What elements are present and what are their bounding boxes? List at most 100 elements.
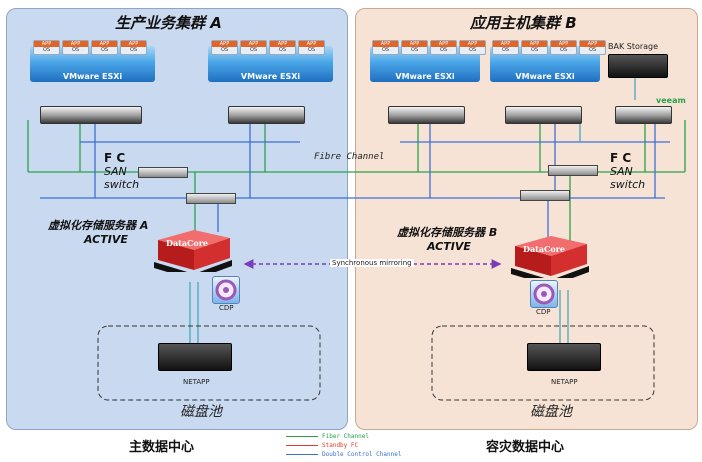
primary-datacenter-label: 主数据中心 (129, 440, 195, 455)
cdp-disc-icon (215, 279, 237, 301)
os-label: OS (559, 47, 568, 53)
app-label: APP (402, 41, 427, 47)
app-label: APP (92, 41, 117, 47)
vs-server-a-label: 虚拟化存储服务器 A ACTIVE (48, 219, 148, 247)
datacore-server-a (154, 230, 232, 272)
app-label: APP (63, 41, 88, 47)
bak-storage-device (608, 54, 668, 78)
os-label: OS (588, 47, 597, 53)
san-switch-a-upper (138, 167, 188, 178)
os-label: OS (439, 47, 448, 53)
app-label: APP (493, 41, 518, 47)
datacore-server-b (511, 236, 589, 278)
esxi-label: VMware ESXi (62, 72, 123, 81)
app-label: APP (551, 41, 576, 47)
cdp-icon-b (530, 280, 558, 308)
netapp-label-b: NETAPP (551, 378, 578, 386)
esxi-label: VMware ESXi (515, 72, 575, 81)
vs-a-status: ACTIVE (84, 233, 128, 246)
os-label: OS (501, 47, 510, 53)
cdp-icon-a (212, 276, 240, 304)
server-b2 (505, 106, 582, 124)
legend-item: Fiber Channel (286, 433, 369, 440)
vs-a-title: 虚拟化存储服务器 A (48, 219, 149, 232)
legend-item: Standby FC (286, 442, 358, 449)
san-switch-a-lower (186, 193, 236, 204)
san-switch-b-lower (520, 190, 570, 201)
legend-line (286, 445, 318, 446)
veeam-logo: veeam (656, 96, 686, 105)
cluster-b-title: 应用主机集群 B (470, 14, 577, 32)
legend-line (286, 454, 318, 455)
fc-label: F C (104, 151, 126, 165)
switch-label: switch (104, 178, 140, 191)
san-label: SAN (610, 165, 633, 178)
fibre-channel-label: Fibre Channel (314, 152, 385, 162)
server-b1 (388, 106, 465, 124)
server-a2 (228, 106, 305, 124)
bak-storage-label: BAK Storage (608, 42, 659, 51)
sync-mirroring-label: Synchronous mirroring (330, 259, 414, 267)
datacore-logo-a: DataCore (166, 238, 209, 248)
legend-text: Double Control Channel (322, 451, 402, 458)
cdp-label-a: CDP (219, 304, 234, 312)
os-label: OS (249, 47, 258, 53)
netapp-storage-a (158, 343, 232, 371)
os-label: OS (381, 47, 390, 53)
app-label: APP (431, 41, 456, 47)
app-label: APP (522, 41, 547, 47)
netapp-storage-b (527, 343, 601, 371)
fc-san-switch-b-label: F C SAN switch (610, 151, 646, 192)
app-label: APP (270, 41, 295, 47)
os-label: OS (42, 47, 51, 53)
vs-b-title: 虚拟化存储服务器 B (397, 226, 498, 239)
app-label: APP (212, 41, 237, 47)
server-a1 (40, 106, 142, 124)
app-label: APP (460, 41, 485, 47)
esxi-label: VMware ESXi (395, 72, 455, 81)
disk-pool-label-a: 磁盘池 (180, 404, 222, 420)
app-label: APP (373, 41, 398, 47)
legend-text: Fiber Channel (322, 433, 369, 440)
fc-label: F C (610, 151, 632, 165)
legend-line (286, 436, 318, 437)
esxi-label: VMware ESXi (240, 72, 301, 81)
app-label: APP (34, 41, 59, 47)
os-label: OS (71, 47, 80, 53)
cluster-a-title: 生产业务集群 A (115, 14, 222, 32)
app-label: APP (299, 41, 324, 47)
os-label: OS (468, 47, 477, 53)
disk-pool-label-b: 磁盘池 (530, 404, 572, 420)
dr-datacenter-label: 容灾数据中心 (486, 440, 565, 455)
san-switch-b-upper (548, 165, 598, 176)
netapp-label-a: NETAPP (183, 378, 210, 386)
os-label: OS (129, 47, 138, 53)
legend-text: Standby FC (322, 442, 359, 449)
legend-item: Double Control Channel (286, 451, 401, 458)
os-label: OS (307, 47, 316, 53)
server-b3 (615, 106, 672, 124)
os-label: OS (410, 47, 419, 53)
os-label: OS (278, 47, 287, 53)
os-label: OS (220, 47, 229, 53)
switch-label: switch (610, 178, 646, 191)
san-label: SAN (104, 165, 127, 178)
app-label: APP (241, 41, 266, 47)
datacore-logo-b: DataCore (523, 244, 566, 254)
